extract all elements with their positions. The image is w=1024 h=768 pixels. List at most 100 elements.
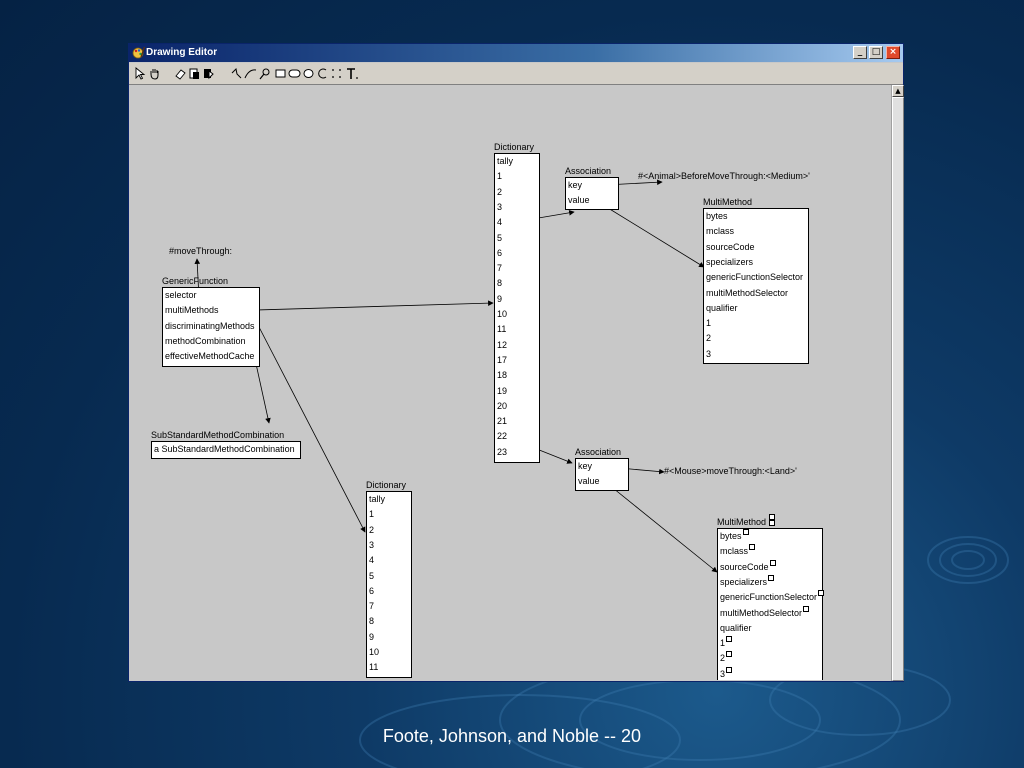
- slot[interactable]: 9: [369, 630, 374, 645]
- slot[interactable]: 21: [497, 414, 507, 429]
- slot[interactable]: 7: [369, 599, 374, 614]
- slot[interactable]: 17: [497, 353, 507, 368]
- slot[interactable]: 22: [497, 429, 507, 444]
- hand-tool-button[interactable]: [147, 65, 161, 81]
- slot[interactable]: 3: [706, 347, 711, 362]
- slot[interactable]: 8: [369, 614, 374, 629]
- slot[interactable]: key: [568, 180, 583, 190]
- slot[interactable]: 10: [369, 645, 379, 660]
- slot[interactable]: 6: [497, 246, 502, 261]
- slot[interactable]: bytes: [706, 209, 728, 224]
- slot[interactable]: key: [578, 461, 593, 471]
- generic-function-object[interactable]: GenericFunction selector multiMethods di…: [162, 276, 260, 369]
- slot[interactable]: 3: [720, 666, 733, 680]
- selection-handle[interactable]: [769, 514, 775, 520]
- scroll-up-arrow-icon[interactable]: ▲: [892, 85, 904, 97]
- slot-handle[interactable]: [742, 529, 749, 535]
- slot[interactable]: 5: [497, 231, 502, 246]
- slot-handle[interactable]: [803, 605, 810, 612]
- mouse-selector-symbol[interactable]: #<Mouse>moveThrough:<Land>': [664, 466, 797, 476]
- slot[interactable]: 2: [706, 331, 711, 346]
- slot[interactable]: 2: [720, 651, 733, 666]
- ellipse-tool-button[interactable]: [301, 65, 315, 81]
- slot[interactable]: 1: [497, 169, 502, 184]
- slot[interactable]: sourceCode: [706, 240, 755, 255]
- slot[interactable]: multiMethodSelector: [720, 605, 810, 621]
- text-tool-button[interactable]: [345, 65, 359, 81]
- slot-handle[interactable]: [726, 636, 733, 643]
- slot[interactable]: mclass: [706, 224, 734, 239]
- slot[interactable]: 10: [497, 307, 507, 322]
- slot[interactable]: 1: [706, 316, 711, 331]
- slot[interactable]: 19: [497, 384, 507, 399]
- slot[interactable]: value: [568, 195, 590, 206]
- slot[interactable]: bytes: [720, 529, 749, 544]
- slot[interactable]: 6: [369, 584, 374, 599]
- slot-handle[interactable]: [768, 574, 775, 581]
- slot[interactable]: multiMethodSelector: [706, 286, 788, 301]
- polygon-tool-button[interactable]: [329, 65, 343, 81]
- slot[interactable]: methodCombination: [165, 335, 246, 346]
- slot[interactable]: 11: [369, 660, 378, 675]
- slot[interactable]: specializers: [706, 255, 753, 270]
- slot[interactable]: multiMethods: [165, 305, 219, 316]
- slot-handle[interactable]: [749, 544, 756, 551]
- pen-tool-button[interactable]: [257, 65, 271, 81]
- slot[interactable]: 12: [497, 338, 507, 353]
- slot[interactable]: value: [578, 476, 600, 487]
- connect-tool-button[interactable]: [229, 65, 243, 81]
- slot-handle[interactable]: [769, 559, 776, 566]
- slot[interactable]: a SubStandardMethodCombination: [154, 444, 295, 454]
- bring-front-tool-button[interactable]: [187, 65, 201, 81]
- rounded-rect-tool-button[interactable]: [287, 65, 301, 81]
- drawing-editor-window[interactable]: Drawing Editor _ □ ×: [128, 43, 904, 682]
- slot[interactable]: 7: [497, 261, 502, 276]
- slot[interactable]: 2: [369, 523, 374, 538]
- eraser-tool-button[interactable]: [173, 65, 187, 81]
- line-tool-button[interactable]: [243, 65, 257, 81]
- slot[interactable]: genericFunctionSelector: [706, 270, 803, 285]
- animal-selector-symbol[interactable]: #<Animal>BeforeMoveThrough:<Medium>': [638, 171, 810, 181]
- slot[interactable]: 1: [369, 507, 374, 522]
- association-object-1[interactable]: Association key value: [565, 166, 619, 211]
- minimize-button[interactable]: _: [853, 46, 867, 59]
- slot[interactable]: 1: [720, 636, 733, 651]
- slot[interactable]: 5: [369, 569, 374, 584]
- maximize-button[interactable]: □: [869, 46, 883, 59]
- move-through-symbol[interactable]: #moveThrough:: [169, 246, 233, 256]
- slot[interactable]: 4: [369, 553, 374, 568]
- send-back-tool-button[interactable]: [201, 65, 215, 81]
- slot[interactable]: 3: [497, 200, 502, 215]
- title-bar[interactable]: Drawing Editor _ □ ×: [129, 44, 903, 62]
- slot-handle[interactable]: [726, 666, 733, 673]
- slot[interactable]: 20: [497, 399, 507, 414]
- slot[interactable]: 3: [369, 538, 374, 553]
- slot[interactable]: 2: [497, 185, 502, 200]
- vertical-scrollbar[interactable]: ▲: [891, 85, 904, 681]
- drawing-canvas[interactable]: #moveThrough: #<Animal>BeforeMoveThrough…: [131, 85, 889, 680]
- selection-handle[interactable]: [769, 520, 775, 526]
- scroll-thumb[interactable]: [892, 97, 904, 681]
- rectangle-tool-button[interactable]: [273, 65, 287, 81]
- slot[interactable]: 23: [497, 445, 507, 460]
- arc-tool-button[interactable]: [315, 65, 329, 81]
- close-button[interactable]: ×: [886, 46, 900, 59]
- slot[interactable]: tally: [369, 492, 385, 507]
- slot[interactable]: qualifier: [706, 301, 738, 316]
- slot[interactable]: mclass: [720, 544, 756, 559]
- slot[interactable]: specializers: [720, 574, 775, 590]
- slot[interactable]: 8: [497, 276, 502, 291]
- slot[interactable]: qualifier: [720, 621, 752, 636]
- select-tool-button[interactable]: [133, 65, 147, 81]
- slot[interactable]: discriminatingMethods: [165, 320, 255, 331]
- slot-handle[interactable]: [726, 651, 733, 658]
- slot[interactable]: 9: [497, 292, 502, 307]
- slot[interactable]: effectiveMethodCache: [165, 351, 255, 362]
- slot[interactable]: genericFunctionSelector: [720, 590, 825, 605]
- sub-standard-method-combination-object[interactable]: SubStandardMethodCombination a SubStanda…: [151, 430, 301, 461]
- slot[interactable]: 4: [497, 215, 502, 230]
